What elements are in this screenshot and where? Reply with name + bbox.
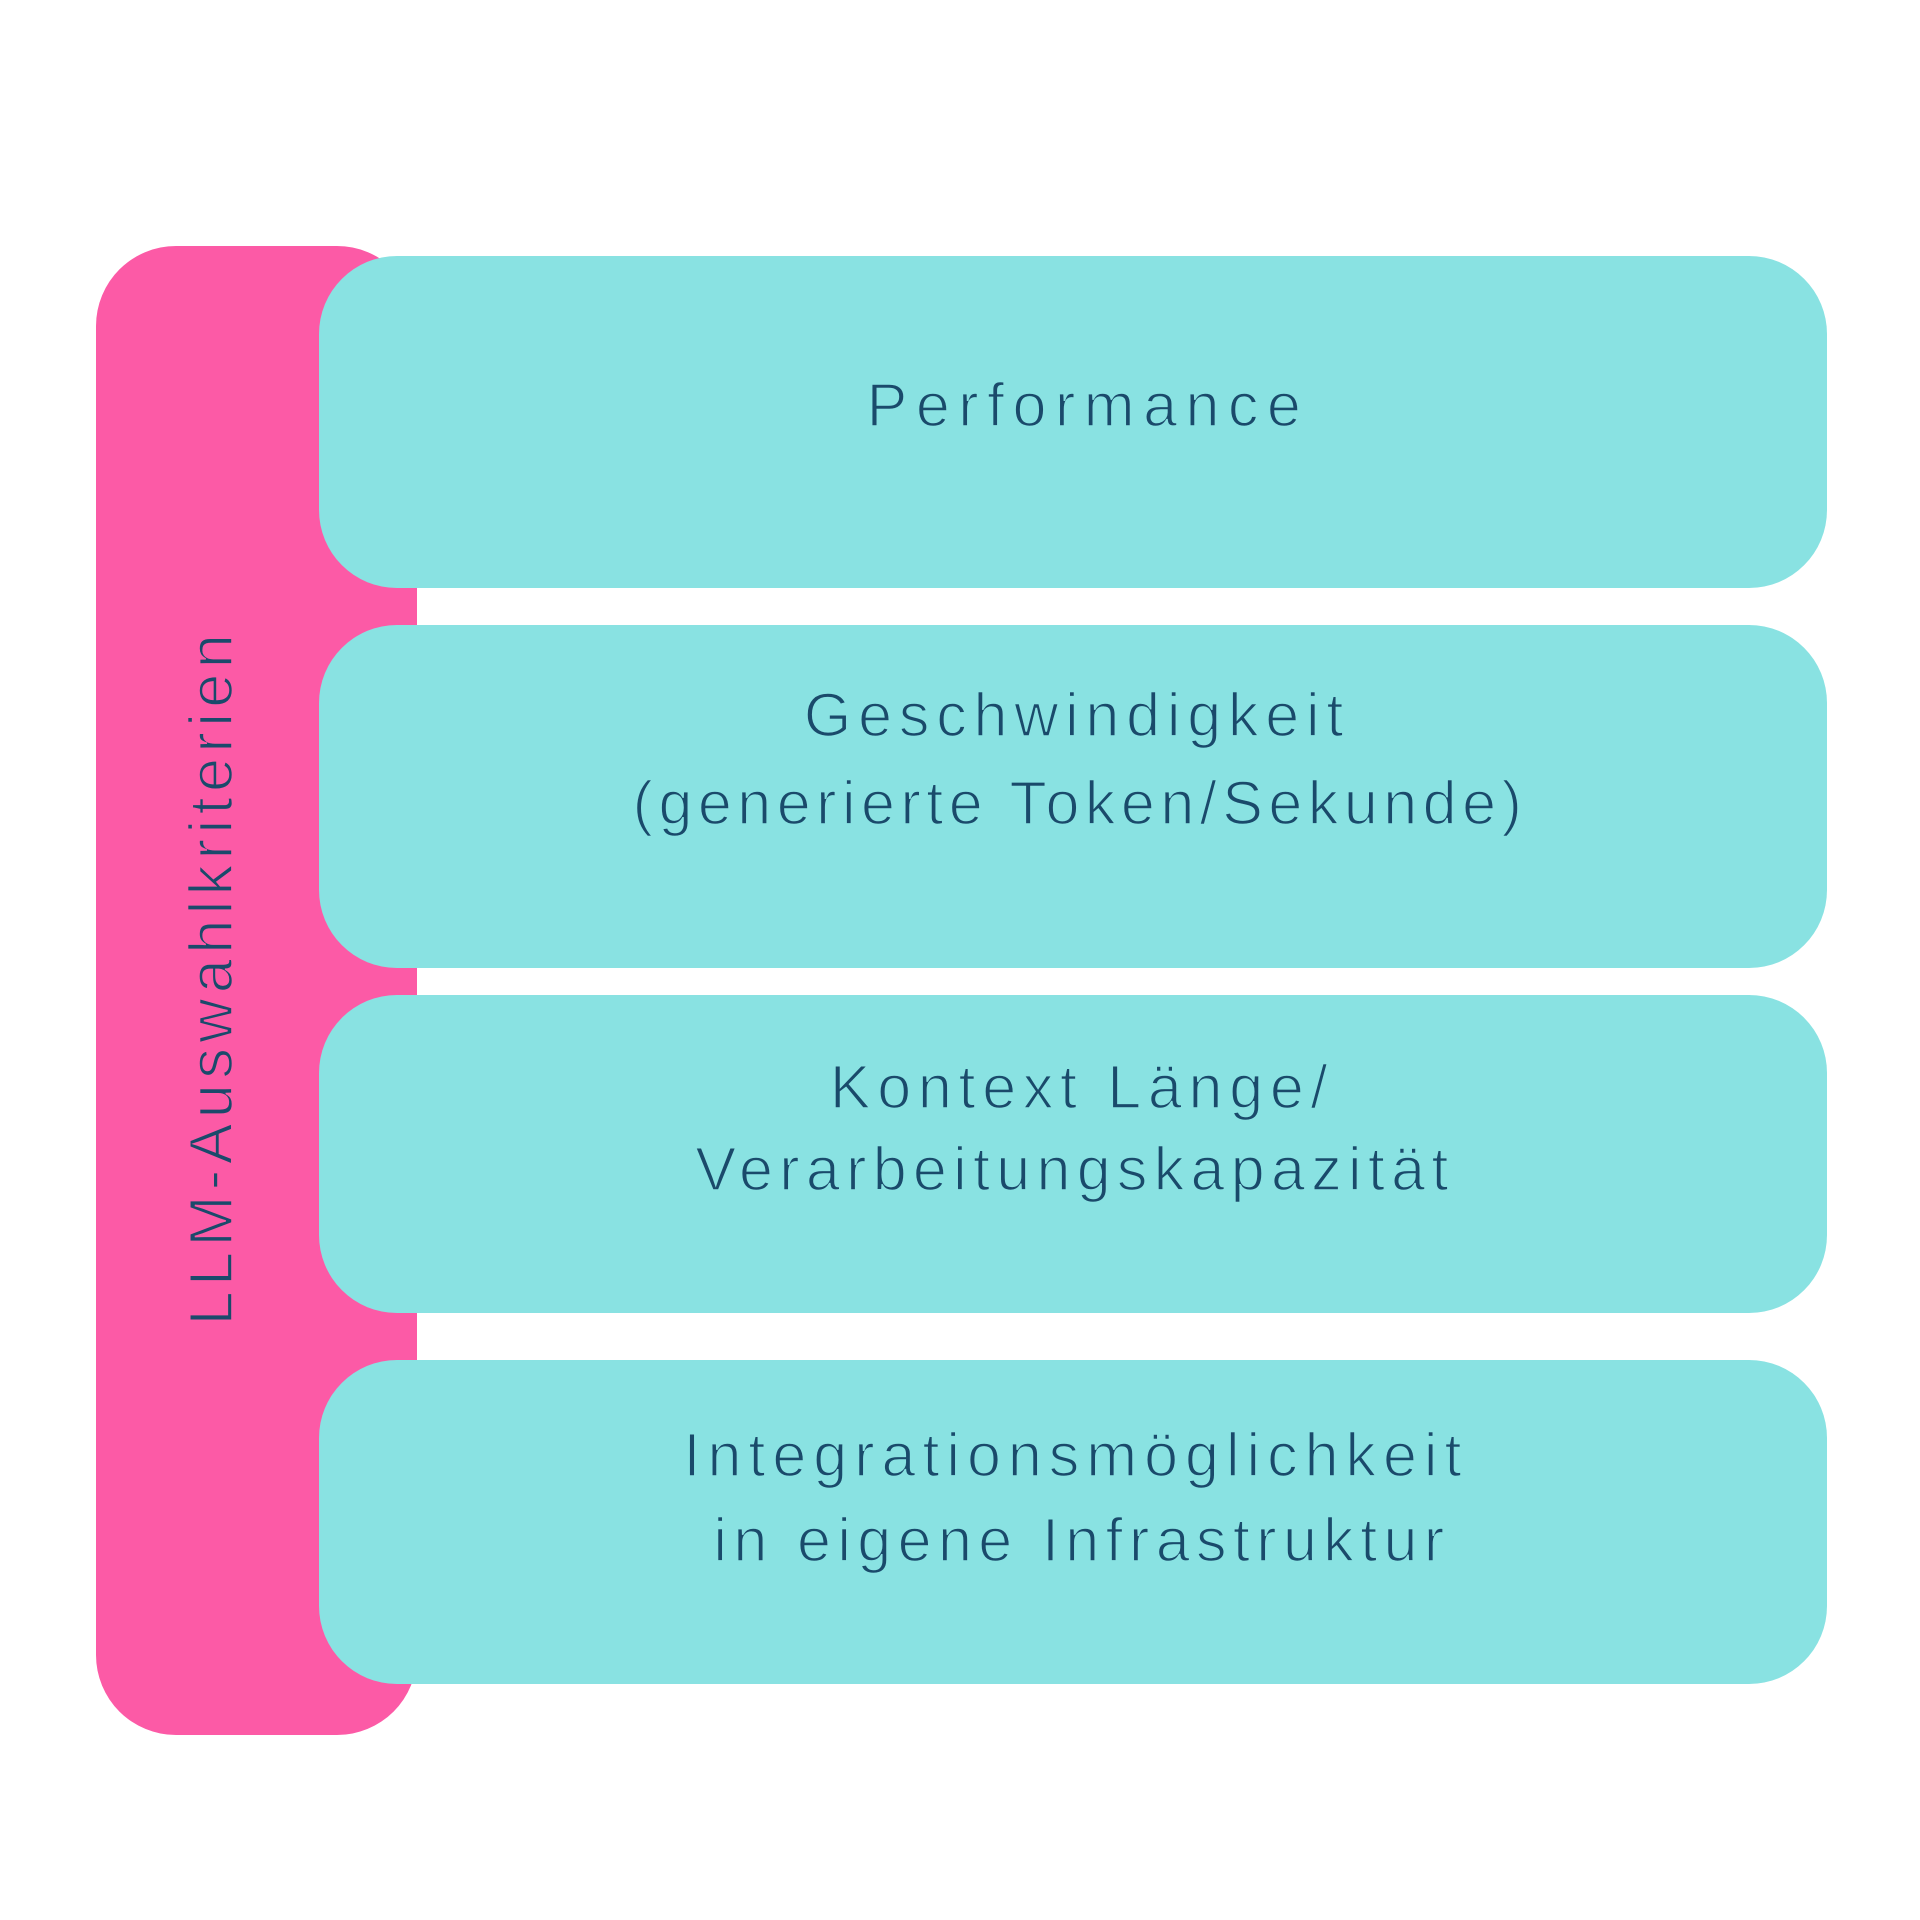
svg-text:Verarbeitungskapazität: Verarbeitungskapazität	[695, 1135, 1454, 1203]
svg-text:LLM-Auswahlkriterien: LLM-Auswahlkriterien	[177, 629, 245, 1326]
svg-text:(generierte Token/Sekunde): (generierte Token/Sekunde)	[633, 769, 1528, 837]
svg-text:Kontext Länge/: Kontext Länge/	[830, 1053, 1334, 1121]
svg-text:in eigene Infrastruktur: in eigene Infrastruktur	[713, 1506, 1450, 1574]
svg-text:Performance: Performance	[867, 371, 1310, 439]
svg-text:Integrationsmöglichkeit: Integrationsmöglichkeit	[684, 1421, 1469, 1489]
svg-text:Geschwindigkeit: Geschwindigkeit	[804, 681, 1350, 749]
